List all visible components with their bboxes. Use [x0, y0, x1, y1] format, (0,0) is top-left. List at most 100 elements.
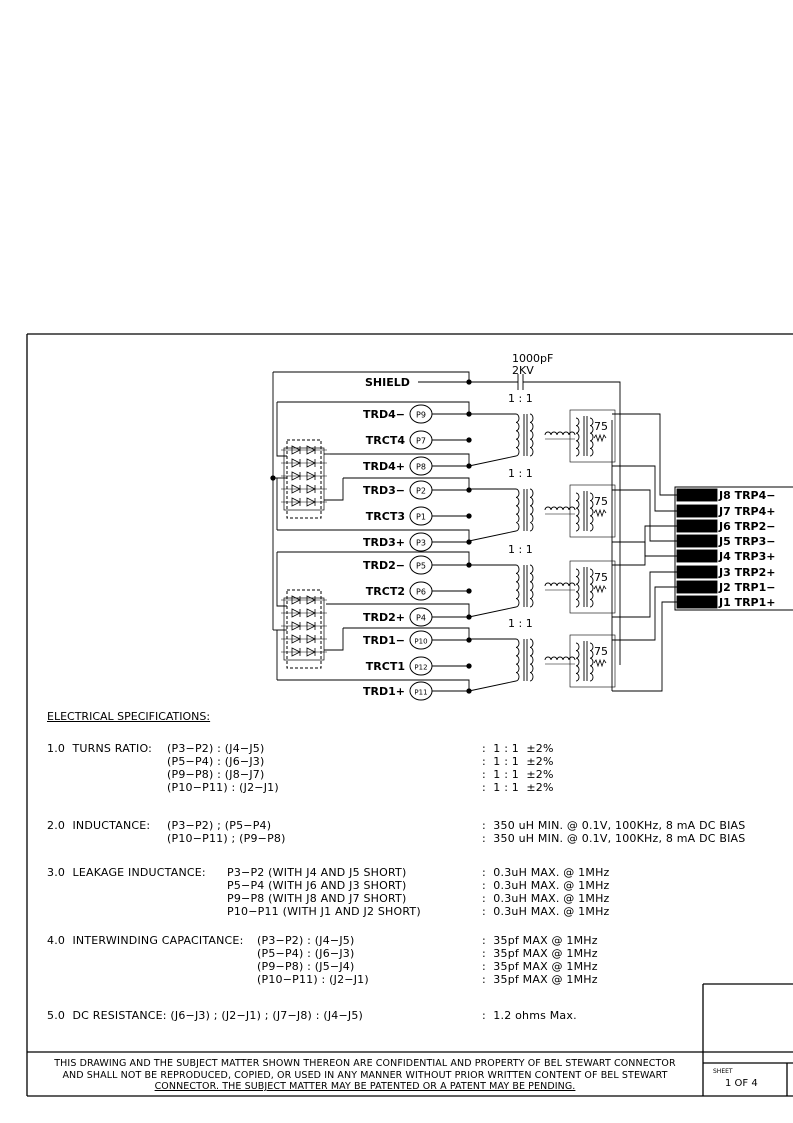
turns-ratio-label-1: 1 : 1	[508, 392, 533, 405]
wire	[612, 465, 677, 512]
pin-number-p11: P11	[414, 689, 427, 697]
junction-dot	[466, 663, 472, 669]
wire	[612, 586, 677, 641]
inductance-value-1: : 350 uH MIN. @ 0.1V, 100KHz, 8 mA DC BI…	[482, 819, 746, 832]
wiring	[270, 371, 793, 701]
turns-ratio-heading: 1.0 TURNS RATIO:	[47, 742, 153, 755]
jack-pin-bar	[676, 580, 718, 594]
pin-label-p7: TRCT4	[366, 434, 406, 447]
leakage-value-1: : 0.3uH MAX. @ 1MHz	[482, 866, 610, 879]
turns-ratio-value-2: : 1 : 1 ±2%	[482, 755, 554, 768]
wire	[343, 477, 470, 490]
notice-line-1: THIS DRAWING AND THE SUBJECT MATTER SHOW…	[54, 1058, 676, 1069]
diode-array-2	[281, 589, 327, 669]
wire	[612, 601, 677, 692]
transformer-2	[515, 484, 616, 538]
wire	[330, 453, 470, 466]
wire	[324, 628, 344, 651]
jack-pin-bar	[676, 595, 718, 609]
turns-ratio-value-3: : 1 : 1 ±2%	[482, 768, 554, 781]
resistor-label-4: 75	[594, 645, 608, 658]
jack-pin-8: J8 TRP4−	[718, 489, 775, 502]
jack-pin-bar	[676, 549, 718, 563]
turns-ratio-pins-2: (P5−P4) : (J6−J3)	[167, 755, 265, 768]
wire	[468, 680, 517, 692]
wire	[468, 530, 517, 542]
pin-number-p2: P2	[416, 487, 426, 496]
leakage-pins-3: P9−P8 (WITH J8 AND J7 SHORT)	[227, 892, 407, 905]
junction-dot	[466, 588, 472, 594]
capacitance-pins-1: (P3−P2) : (J4−J5)	[257, 934, 355, 947]
pin-label-p3: TRD3+	[363, 536, 405, 549]
pin-number-p8: P8	[416, 463, 426, 472]
pin-number-p6: P6	[416, 588, 426, 597]
diode-array-1	[281, 439, 327, 519]
capacitance-pins-3: (P9−P8) : (J5−J4)	[257, 960, 355, 973]
pin-label-p9: TRD4−	[363, 408, 405, 421]
wire	[612, 525, 677, 566]
jack-pin-bar	[676, 519, 718, 533]
leakage-pins-2: P5−P4 (WITH J6 AND J3 SHORT)	[227, 879, 407, 892]
transformer-4	[515, 634, 616, 688]
wire	[612, 541, 677, 557]
wire	[277, 679, 470, 691]
pin-label-p10: TRD1−	[363, 634, 405, 647]
capacitance-value-2: : 35pf MAX @ 1MHz	[482, 947, 598, 960]
wire	[326, 603, 470, 617]
turns-ratio-pins-4: (P10−P11) : (J2−J1)	[167, 781, 279, 794]
capacitance-value-4: : 35pf MAX @ 1MHz	[482, 973, 598, 986]
specs-title: ELECTRICAL SPECIFICATIONS:	[47, 710, 211, 723]
wire	[277, 551, 470, 565]
capacitance-value-3: : 35pf MAX @ 1MHz	[482, 960, 598, 973]
wire	[277, 529, 470, 542]
leakage-pins-1: P3−P2 (WITH J4 AND J5 SHORT)	[227, 866, 407, 879]
turns-ratio-label-4: 1 : 1	[508, 617, 533, 630]
wire	[273, 371, 470, 382]
jack-pin-3: J3 TRP2+	[718, 566, 775, 579]
wire	[277, 401, 470, 414]
leakage-value-4: : 0.3uH MAX. @ 1MHz	[482, 905, 610, 918]
pin-number-p4: P4	[416, 614, 426, 623]
jack-pin-6: J6 TRP2−	[718, 520, 775, 533]
leakage-heading: 3.0 LEAKAGE INDUCTANCE:	[47, 866, 206, 879]
notice-line-3: CONNECTOR. THE SUBJECT MATTER MAY BE PAT…	[154, 1081, 576, 1092]
turns-ratio-pins-1: (P3−P2) : (J4−J5)	[167, 742, 265, 755]
resistor-label-1: 75	[594, 420, 608, 433]
pin-label-p5: TRD2−	[363, 559, 405, 572]
pin-label-p2: TRD3−	[363, 484, 405, 497]
pin-label-p4: TRD2+	[363, 611, 405, 624]
resistor-label-2: 75	[594, 495, 608, 508]
capacitance-value-1: : 35pf MAX @ 1MHz	[482, 934, 598, 947]
turns-ratio-label-3: 1 : 1	[508, 543, 533, 556]
turns-ratio-label-2: 1 : 1	[508, 467, 533, 480]
inductance-pins-1: (P3−P2) ; (P5−P4)	[167, 819, 272, 832]
pin-number-p12: P12	[414, 664, 427, 672]
jack-pin-7: J7 TRP4+	[718, 505, 775, 518]
wire	[612, 571, 677, 618]
transformer-3	[515, 560, 616, 614]
turns-ratio-value-4: : 1 : 1 ±2%	[482, 781, 554, 794]
pin-number-p1: P1	[416, 513, 426, 522]
leakage-pins-4: P10−P11 (WITH J1 AND J2 SHORT)	[227, 905, 421, 918]
confidentiality-notice: THIS DRAWING AND THE SUBJECT MATTER SHOW…	[30, 1058, 700, 1093]
sheet-label: SHEET	[713, 1068, 733, 1075]
drawing-border	[26, 333, 793, 1097]
protection-diode-arrays	[281, 439, 327, 669]
junction-dot	[466, 437, 472, 443]
transformer-1	[515, 409, 616, 463]
capacitance-pins-4: (P10−P11) : (J2−J1)	[257, 973, 369, 986]
pin-number-p7: P7	[416, 437, 426, 446]
leakage-value-2: : 0.3uH MAX. @ 1MHz	[482, 879, 610, 892]
leakage-value-3: : 0.3uH MAX. @ 1MHz	[482, 892, 610, 905]
capacitor-voltage: 2KV	[512, 364, 534, 377]
wire	[523, 381, 621, 665]
jack-pin-bar	[676, 504, 718, 518]
pin-label-p1: TRCT3	[366, 510, 405, 523]
inductance-value-2: : 350 uH MIN. @ 0.1V, 100KHz, 8 mA DC BI…	[482, 832, 746, 845]
pin-number-p3: P3	[416, 539, 426, 548]
jack-pin-5: J5 TRP3−	[718, 535, 775, 548]
pin-number-p10: P10	[414, 638, 427, 646]
